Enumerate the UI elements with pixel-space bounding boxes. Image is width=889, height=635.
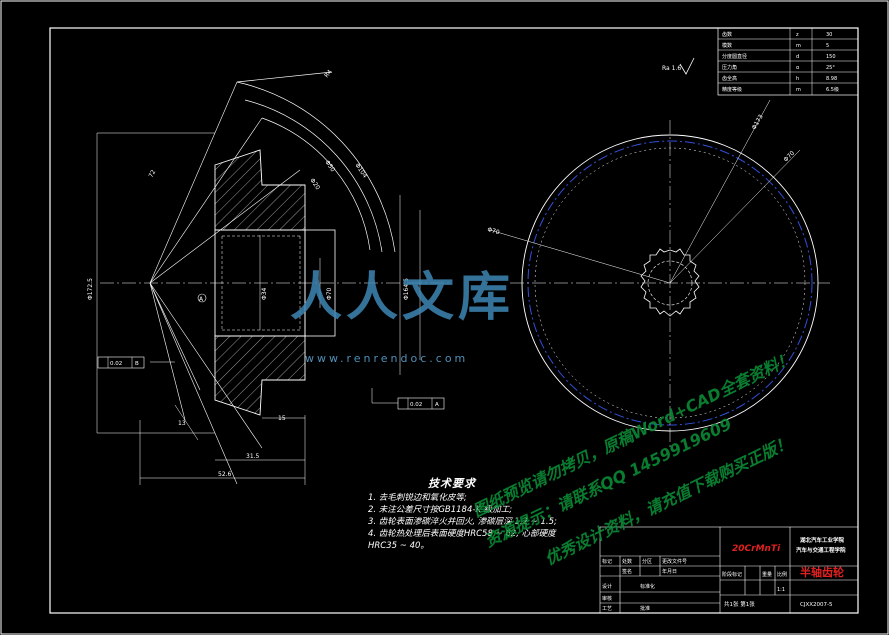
dim-len-15: 15 xyxy=(278,415,286,422)
param-sym-4: h xyxy=(796,76,799,82)
tb-cell-10: 批准 xyxy=(640,605,650,612)
material-label: 20CrMnTi xyxy=(732,544,781,554)
roughness-note: Ra 1.6 xyxy=(662,65,681,72)
dim-len-52: 52.6 xyxy=(218,471,232,478)
tb-cell-4: 签名 xyxy=(622,568,632,575)
dept-label: 汽车与交通工程学院 xyxy=(796,546,846,554)
tol1-ref: B xyxy=(135,361,139,367)
bore xyxy=(214,229,306,337)
drawing-number: CJXX2007-5 xyxy=(800,602,833,608)
requirement-line: 2. 未注公差尺寸按GB1184-K 级加工; xyxy=(368,505,513,515)
param-sym-0: z xyxy=(796,32,799,38)
dim-d-left: Φ172.5 xyxy=(87,278,94,300)
dim-d-hub: Φ20 xyxy=(308,177,321,191)
tb-cell-11: 阶段标记 xyxy=(722,571,742,578)
param-sym-3: α xyxy=(796,65,800,71)
param-name-5: 精度等级 xyxy=(722,86,742,93)
dim-d-top: Φ104 xyxy=(353,162,368,179)
tb-cell-3: 更改文件号 xyxy=(662,558,687,565)
dimension-lines xyxy=(96,132,421,485)
watermark-logo: 人人文库 xyxy=(290,268,515,328)
param-name-0: 齿数 xyxy=(722,31,732,38)
param-name-2: 分度圆直径 xyxy=(722,53,747,60)
tol2-value: 0.02 xyxy=(410,402,422,408)
sheet-info: 共1张 第1张 xyxy=(724,600,755,608)
params-table: 齿数 z 30 模数 m 5 分度圆直径 d 150 压力角 α 25° 齿全高… xyxy=(717,27,859,96)
dim-len-31: 31.5 xyxy=(246,453,260,460)
dim-d-inner-circle: Φ70 xyxy=(486,226,500,236)
spline-bore xyxy=(640,248,700,317)
param-val-1: 5 xyxy=(826,43,829,49)
dim-d-pitch: Φ70 xyxy=(326,287,333,300)
param-name-3: 压力角 xyxy=(722,64,737,71)
tb-cell-13: 比例 xyxy=(777,571,787,578)
back-cone-arcs xyxy=(236,71,396,253)
requirements-list: 1. 去毛刺锐边和氧化皮等; 2. 未注公差尺寸按GB1184-K 级加工; 3… xyxy=(368,492,608,552)
requirements-title: 技术要求 xyxy=(428,477,476,490)
tolerance-frame-1: 0.02 B xyxy=(97,356,175,369)
dim-d-right: Φ164.5 xyxy=(403,278,410,300)
bore-spline-lines xyxy=(221,235,301,331)
param-name-1: 模数 xyxy=(722,42,732,49)
param-val-4: 8.98 xyxy=(826,76,837,82)
tol2-ref: A xyxy=(435,402,439,408)
dim-d-outer-circle: Φ173 xyxy=(751,113,765,131)
param-sym-1: m xyxy=(796,43,801,49)
param-val-0: 30 xyxy=(826,32,832,38)
tb-cell-1: 处数 xyxy=(622,558,632,565)
tb-cell-2: 分区 xyxy=(642,558,652,565)
tb-cell-12: 重量 xyxy=(762,571,772,578)
tb-cell-5: 年月日 xyxy=(662,568,677,575)
tb-cell-9: 工艺 xyxy=(602,606,612,612)
tb-cell-8: 审核 xyxy=(602,595,612,602)
tb-cell-7: 标准化 xyxy=(640,583,655,590)
requirement-line: 1. 去毛刺锐边和氧化皮等; xyxy=(368,493,467,503)
tolerance-frame-2: 0.02 A xyxy=(371,388,445,410)
tb-cell-6: 设计 xyxy=(602,583,612,590)
gear-section-upper xyxy=(214,149,306,231)
dim-len-13: 13 xyxy=(178,420,186,427)
tol1-value: 0.02 xyxy=(110,361,122,367)
dim-d-mid: Φ50 xyxy=(323,159,336,173)
school-label: 湖北汽车工业学院 xyxy=(800,536,845,544)
param-sym-2: d xyxy=(796,54,799,60)
dim-d-bore: Φ34 xyxy=(261,287,268,300)
tb-cell-0: 标记 xyxy=(602,558,612,565)
watermark-url: www.renrendoc.com xyxy=(305,352,469,365)
roughness-symbol: Ra 1.6 xyxy=(662,57,695,75)
front-view: Φ70 Φ173 Φ70 xyxy=(486,99,830,450)
dim-r-outer: R4 xyxy=(323,69,334,80)
datum-a-label: A xyxy=(199,296,204,303)
dim-d-pitch-circle: Φ70 xyxy=(782,150,796,164)
param-val-5: 6.5级 xyxy=(826,86,839,93)
requirement-line: 4. 齿轮热处理后表面硬度HRC58 ~ 62, 心部硬度 xyxy=(368,529,556,539)
inner-border xyxy=(49,27,859,614)
requirement-line: HRC35 ~ 40。 xyxy=(368,541,429,551)
part-name: 半轴齿轮 xyxy=(800,565,844,579)
param-sym-5: m xyxy=(796,87,801,93)
param-val-2: 150 xyxy=(826,54,836,60)
requirement-line: 3. 齿轮表面渗碳淬火并回火, 渗碳层深 1.2 ~ 1.5; xyxy=(368,517,557,527)
dim-len-72: 72 xyxy=(148,169,158,179)
scale-value: 1:1 xyxy=(777,587,785,593)
datum-a: A xyxy=(197,293,207,303)
title-block xyxy=(599,526,859,614)
param-val-3: 25° xyxy=(826,65,835,71)
param-name-4: 齿全高 xyxy=(722,75,737,82)
gear-section-lower xyxy=(214,335,306,416)
